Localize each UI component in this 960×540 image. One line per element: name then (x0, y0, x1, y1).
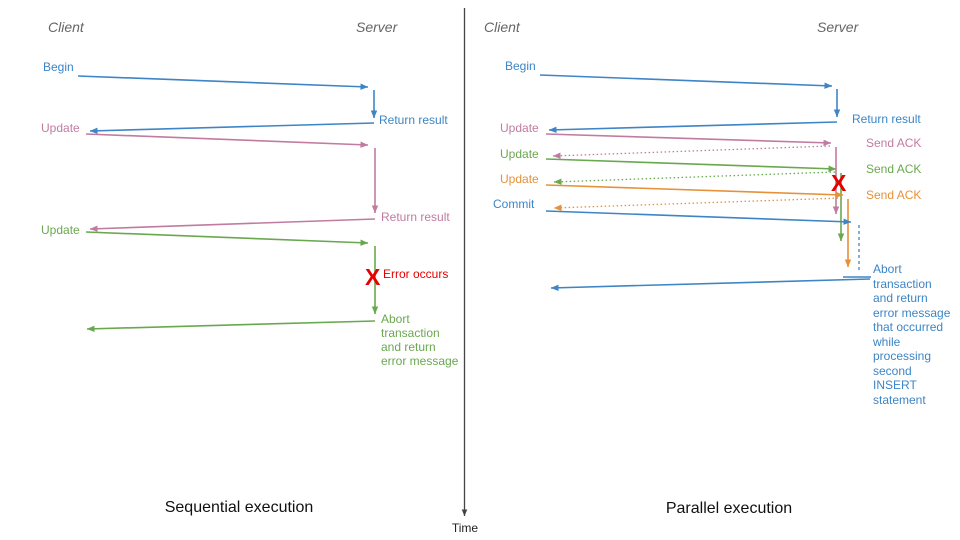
par-return-result-label: Return result (852, 112, 921, 126)
par-server-header: Server (817, 19, 859, 35)
par-commit-request-line (545, 210, 852, 225)
seq-error-occurs-label: Error occurs (383, 267, 449, 281)
seq-update-2-request-line (85, 231, 369, 246)
seq-error-x-icon: X (365, 264, 381, 290)
par-update-3-label: Update (500, 172, 539, 186)
par-ack-1-line (552, 145, 831, 159)
seq-begin-request-line (77, 75, 369, 90)
par-update-2-request-line (545, 158, 837, 172)
par-update-3-request-line (545, 184, 844, 198)
seq-title: Sequential execution (164, 499, 314, 516)
par-update-1-label: Update (500, 121, 539, 135)
seq-client-header: Client (48, 19, 84, 35)
par-update-2-label: Update (500, 147, 539, 161)
seq-begin-label: Begin (43, 60, 74, 74)
par-error-x-icon: X (831, 170, 847, 196)
par-begin-request-line (539, 74, 833, 89)
seq-return-result-2-label: Return result (381, 210, 450, 224)
par-update-1-request-line (545, 133, 832, 146)
seq-return-result-1-label: Return result (379, 113, 448, 127)
par-abort-return-line (550, 278, 871, 291)
par-title: Parallel execution (665, 500, 793, 517)
par-commit-label: Commit (493, 197, 535, 211)
seq-update-1-request-line (85, 133, 369, 148)
seq-update-2-label: Update (41, 223, 80, 237)
par-abort-message-label: Abort transaction and return error messa… (873, 262, 951, 407)
seq-update-1-label: Update (41, 121, 80, 135)
time-axis-label: Time (451, 521, 479, 535)
seq-abort-message-label: Abort transaction and return error messa… (381, 312, 459, 368)
seq-return-result-1-line (89, 122, 375, 134)
par-send-ack-2-label: Send ACK (866, 162, 922, 176)
seq-server-header: Server (356, 19, 398, 35)
par-begin-label: Begin (505, 59, 536, 73)
par-client-header: Client (484, 19, 520, 35)
seq-abort-return-line (86, 320, 376, 332)
par-ack-3-line (553, 197, 843, 211)
seq-return-result-2-line (89, 218, 376, 232)
par-return-result-line (548, 121, 838, 133)
par-send-ack-3-label: Send ACK (866, 188, 922, 202)
par-send-ack-1-label: Send ACK (866, 136, 922, 150)
par-ack-2-line (553, 171, 836, 185)
